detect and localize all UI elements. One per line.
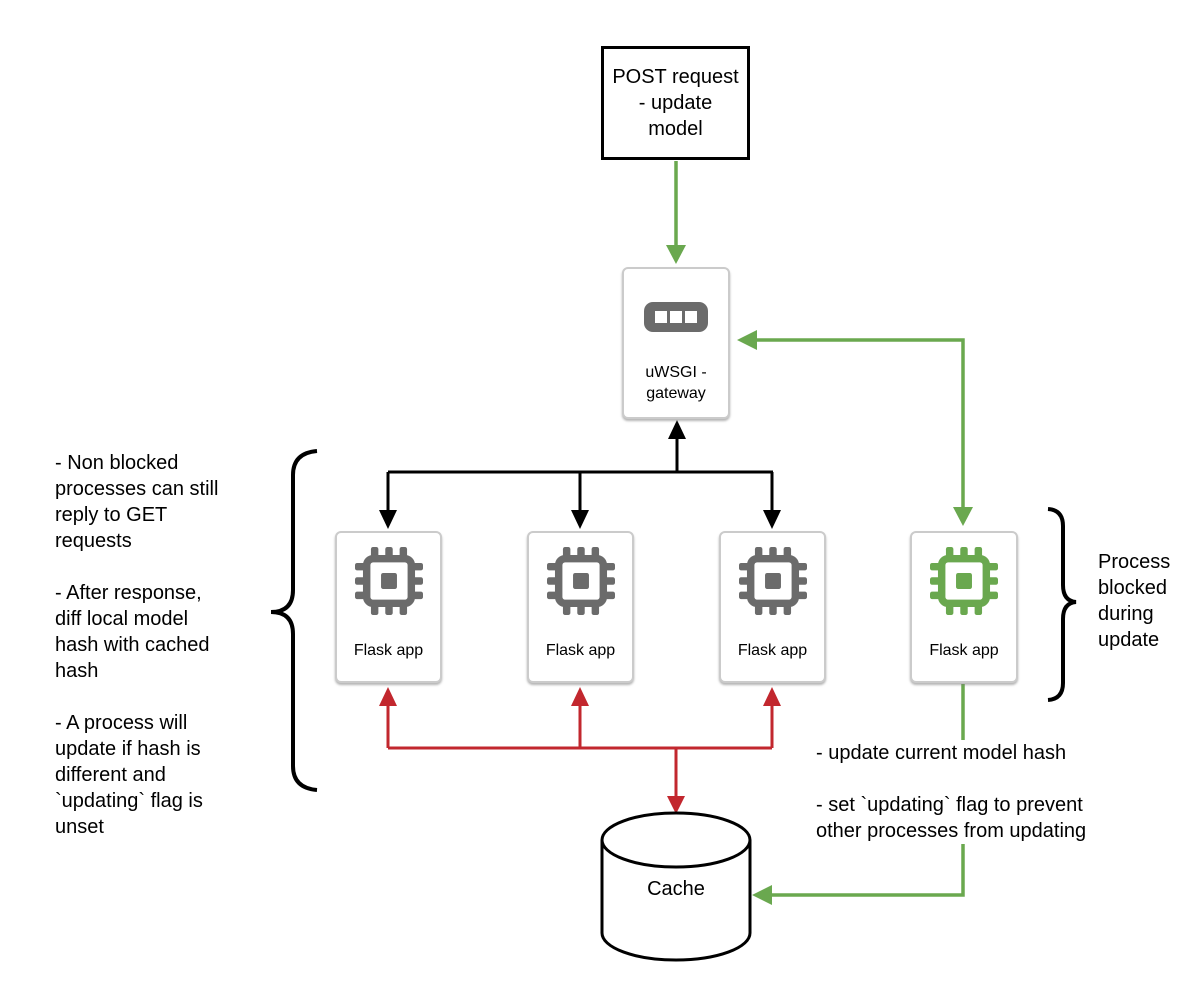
arrowhead-up-into-app1 — [379, 687, 397, 706]
server-dots-icon — [644, 302, 708, 332]
arrowhead-up-into-gateway — [668, 420, 686, 439]
cache-cylinder-body — [600, 840, 752, 962]
gateway-label: uWSGI - gateway — [645, 364, 707, 402]
black-connector-lines — [386, 438, 774, 512]
flask-app-label: Flask app — [737, 642, 808, 659]
post-request-label: POST request - update model — [612, 66, 739, 140]
arrowhead-up-into-app2 — [571, 687, 589, 706]
flask-app-label: Flask app — [929, 642, 999, 659]
black-arrowheads — [379, 420, 781, 529]
arrowhead-into-gateway-right — [737, 330, 757, 350]
flask-app-node-1: Flask app — [335, 531, 442, 683]
arrowhead-into-gateway-top — [666, 245, 686, 264]
arrowhead-into-app2 — [571, 510, 589, 529]
right-curly-brace — [1047, 507, 1077, 702]
cpu-chip-icon — [354, 547, 423, 615]
flask-app-node-3: Flask app — [719, 531, 826, 683]
flask-app-label: Flask app — [545, 642, 616, 659]
arrowhead-into-blocked-app — [953, 507, 973, 526]
process-blocked-note: Process blocked during update — [1098, 551, 1171, 651]
post-request-node: POST request - update model — [601, 46, 750, 160]
gateway-to-blocked-app-line — [755, 338, 965, 508]
left-curly-brace — [270, 449, 318, 792]
arrowhead-into-app3 — [763, 510, 781, 529]
cache-cylinder — [600, 811, 752, 962]
flask-app-node-2: Flask app — [527, 531, 634, 683]
flask-app-node-blocked: Flask app — [910, 531, 1018, 683]
cpu-chip-icon — [738, 547, 807, 615]
flask-app-label: Flask app — [353, 642, 424, 659]
left-notes: - Non blocked processes can still reply … — [55, 452, 219, 838]
arrowhead-into-app1 — [379, 510, 397, 529]
cache-cylinder-top — [600, 811, 752, 869]
cpu-chip-icon — [546, 547, 615, 615]
braces — [270, 449, 1077, 792]
cache-label: Cache — [647, 878, 705, 900]
gateway-node: uWSGI - gateway — [622, 267, 730, 419]
arrowhead-down-into-cache — [667, 796, 685, 814]
green-arrowheads — [666, 245, 973, 905]
right-notes: - update current model hash - set `updat… — [816, 740, 1121, 844]
arrowhead-up-into-app3 — [763, 687, 781, 706]
cpu-chip-icon-green — [930, 547, 998, 615]
arrowhead-into-cache-right — [752, 885, 772, 905]
red-arrowheads — [379, 687, 781, 814]
red-connector-lines — [386, 704, 774, 798]
